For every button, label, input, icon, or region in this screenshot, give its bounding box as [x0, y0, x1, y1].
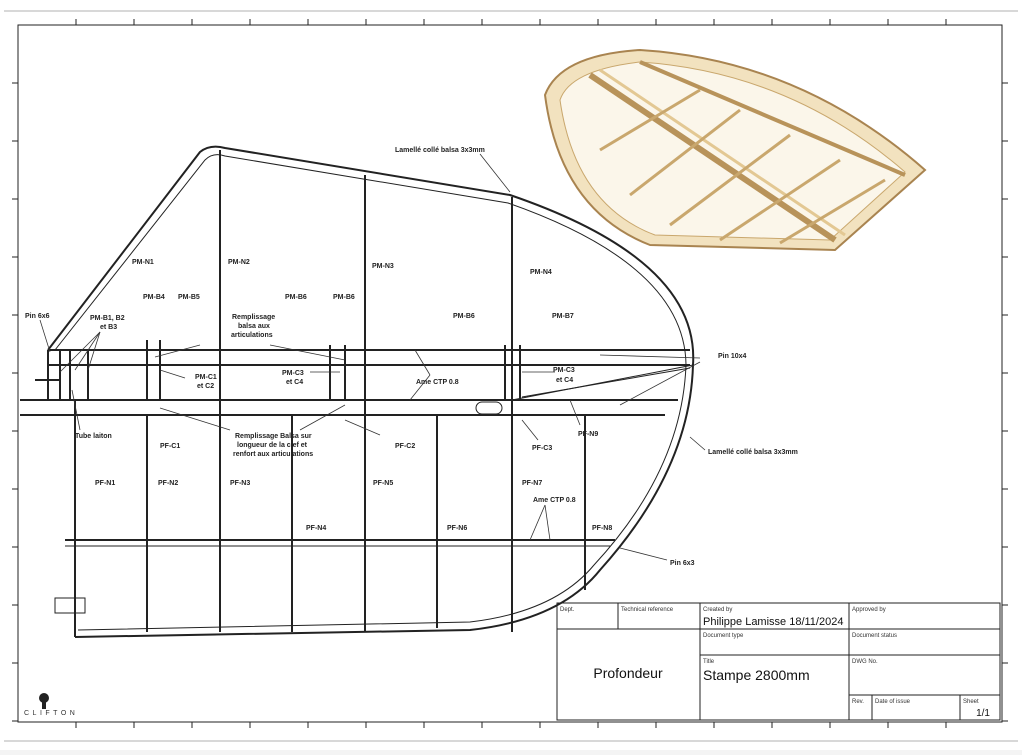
rev-label: Rev.: [852, 699, 864, 705]
logo-text: CLIFTON: [24, 710, 78, 717]
label-tube-laiton: Tube laiton: [75, 433, 112, 440]
title-label: Title: [703, 659, 715, 665]
approved-by-label: Approved by: [852, 607, 886, 613]
label-pm-c3b: PM-C3: [553, 367, 575, 374]
label-pm-n2: PM-N2: [228, 259, 250, 266]
label-pf-n8: PF-N8: [592, 525, 612, 532]
label-remplissage-2c: renfort aux articulations: [233, 451, 313, 458]
label-pf-n5: PF-N5: [373, 480, 393, 487]
label-pm-n3: PM-N3: [372, 263, 394, 270]
label-remplissage-2: Remplissage Balsa sur: [235, 433, 312, 440]
label-pin-10x4: Pin 10x4: [718, 353, 747, 360]
dwg-no-label: DWG No.: [852, 659, 878, 665]
label-pf-c3: PF-C3: [532, 445, 552, 452]
label-pf-n9: PF-N9: [578, 431, 598, 438]
label-ame-ctp-2: Ame CTP 0.8: [533, 497, 576, 504]
label-pm-b1-2: et B3: [100, 324, 117, 331]
frame-ticks: [12, 19, 1008, 728]
created-by-label: Created by: [703, 607, 732, 613]
label-pin-6x6: Pin 6x6: [25, 313, 50, 320]
label-pin-6x3: Pin 6x3: [670, 560, 695, 567]
elevator-plan-view: [20, 145, 695, 638]
label-remplissage-1c: articulations: [231, 332, 273, 339]
part-name: Profondeur: [593, 665, 663, 681]
label-pf-c2: PF-C2: [395, 443, 415, 450]
label-pm-c3a: PM-C3: [282, 370, 304, 377]
label-ame-ctp-1: Ame CTP 0.8: [416, 379, 459, 386]
label-pm-n4: PM-N4: [530, 269, 552, 276]
dept-label: Dept.: [560, 607, 575, 613]
label-pf-n3: PF-N3: [230, 480, 250, 487]
document-status-label: Document status: [852, 633, 897, 639]
title-value: Stampe 2800mm: [703, 667, 810, 683]
date-of-issue-label: Date of issue: [875, 699, 911, 705]
label-pf-n2: PF-N2: [158, 480, 178, 487]
label-remplissage-2b: longueur de la clef et: [237, 442, 308, 449]
isometric-3d-view: [543, 48, 927, 252]
label-pm-c1: PM-C1: [195, 374, 217, 381]
label-pm-n1: PM-N1: [132, 259, 154, 266]
label-pm-c3a-b: et C4: [286, 379, 303, 386]
label-pm-b7: PM-B7: [552, 313, 574, 320]
created-by-value: Philippe Lamisse 18/11/2024: [703, 616, 843, 628]
label-pm-c3b-b: et C4: [556, 377, 573, 384]
label-remplissage-1: Remplissage: [232, 314, 275, 321]
leader-lines: [39, 153, 706, 561]
label-remplissage-1b: balsa aux: [238, 323, 270, 330]
label-lamelle-top: Lamellé collé balsa 3x3mm: [395, 147, 485, 154]
label-pm-b5: PM-B5: [178, 294, 200, 301]
label-pm-b6b: PM-B6: [333, 294, 355, 301]
sheet-value: 1/1: [976, 708, 990, 719]
label-pm-b6c: PM-B6: [453, 313, 475, 320]
clifton-logo: CLIFTON: [24, 693, 78, 717]
label-lamelle-right: Lamellé collé balsa 3x3mm: [708, 449, 798, 456]
title-block: Dept. Technical reference Created by Phi…: [556, 602, 1001, 721]
drawing-labels: Lamellé collé balsa 3x3mm Lamellé collé …: [25, 147, 798, 567]
label-pf-n1: PF-N1: [95, 480, 115, 487]
label-pf-n4: PF-N4: [306, 525, 326, 532]
sheet-label: Sheet: [963, 699, 979, 705]
technical-reference-label: Technical reference: [621, 607, 674, 613]
document-type-label: Document type: [703, 633, 744, 639]
label-pf-c1: PF-C1: [160, 443, 180, 450]
label-pf-n6: PF-N6: [447, 525, 467, 532]
label-pm-c1b: et C2: [197, 383, 214, 390]
label-pm-b4: PM-B4: [143, 294, 165, 301]
label-pm-b1: PM-B1, B2: [90, 315, 125, 322]
label-pf-n7: PF-N7: [522, 480, 542, 487]
label-pm-b6a: PM-B6: [285, 294, 307, 301]
